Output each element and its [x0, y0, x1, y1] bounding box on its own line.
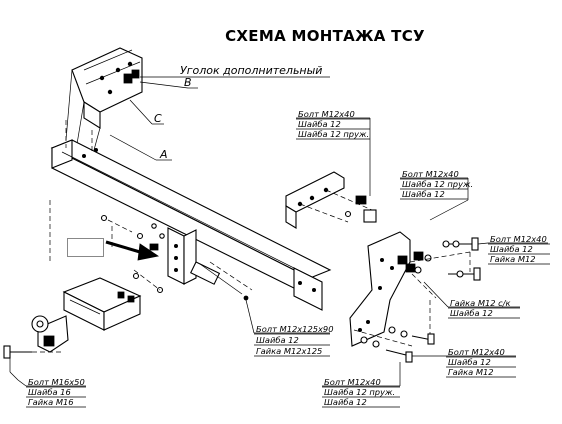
right-side-plate [349, 231, 481, 363]
spec-line: Болт М12х40 [298, 109, 355, 119]
spec-line: Болт М12х40 [490, 234, 547, 244]
spec-line: Шайба 12 [256, 335, 299, 345]
spec-line: Болт М12х40 [448, 347, 505, 357]
spec-right-far: Болт М12х40 Шайба 12 Гайка М12 [488, 234, 550, 265]
spec-line: Шайба 12 [402, 189, 445, 199]
spec-top-middle: Болт М12х40 Шайба 12 Шайба 12 пруж. [296, 109, 370, 140]
spec-right-lower: Болт М12х40 Шайба 12 Гайка М12 [446, 347, 516, 378]
tow-ball-assembly [3, 277, 142, 381]
point-b-label: В [184, 76, 192, 89]
spec-nut-self-locking: Гайка М12 с/к Шайба 12 [448, 298, 520, 319]
spec-line: Шайба 12 [324, 397, 367, 407]
main-crossbeam [50, 120, 332, 311]
loose-fasteners [100, 214, 165, 294]
spec-line: Гайка М16 [28, 397, 74, 407]
spec-line: Болт М16х50 [28, 377, 85, 387]
point-a-label: А [159, 148, 168, 161]
spec-right-upper: Болт М12х40 Шайба 12 пруж. Шайба 12 [400, 169, 473, 200]
spec-line: Шайба 12 пруж. [402, 179, 473, 189]
spec-line: Шайба 12 [490, 244, 533, 254]
spec-line: Болт М12х125х90 [256, 324, 333, 334]
bracket-leaders [109, 76, 330, 161]
spec-leaders [17, 117, 548, 387]
spec-center-bottom: Болт М12х125х90 Шайба 12 Гайка М12х125 [254, 324, 333, 357]
bracket-label: Уголок дополнительный [180, 64, 322, 77]
spec-line: Гайка М12 с/к [450, 298, 511, 308]
point-c-label: С [154, 112, 162, 125]
spec-bottom-middle: Болт М12х40 Шайба 12 пруж. Шайба 12 [322, 377, 400, 408]
center-drop-plates [167, 227, 253, 301]
upper-bracket [65, 47, 143, 151]
spec-line: Болт М12х40 [324, 377, 381, 387]
diagram-title: СХЕМА МОНТАЖА ТСУ [225, 27, 425, 45]
spec-line: Шайба 16 [28, 387, 71, 397]
spec-line: Шайба 12 [298, 119, 341, 129]
spec-line: Гайка М12х125 [256, 346, 322, 356]
spec-line: Гайка М12 [490, 254, 536, 264]
spec-line: Шайба 12 пруж. [324, 387, 395, 397]
right-top-bracket [285, 171, 377, 229]
spec-line: Гайка М12 [448, 367, 494, 377]
spec-left-bottom: Болт М16х50 Шайба 16 Гайка М16 [26, 377, 86, 408]
spec-line: Шайба 12 [450, 308, 493, 318]
reference-box [67, 238, 104, 257]
spec-line: Шайба 12 пруж. [298, 129, 369, 139]
spec-line: Болт М12х40 [402, 169, 459, 179]
spec-line: Шайба 12 [448, 357, 491, 367]
